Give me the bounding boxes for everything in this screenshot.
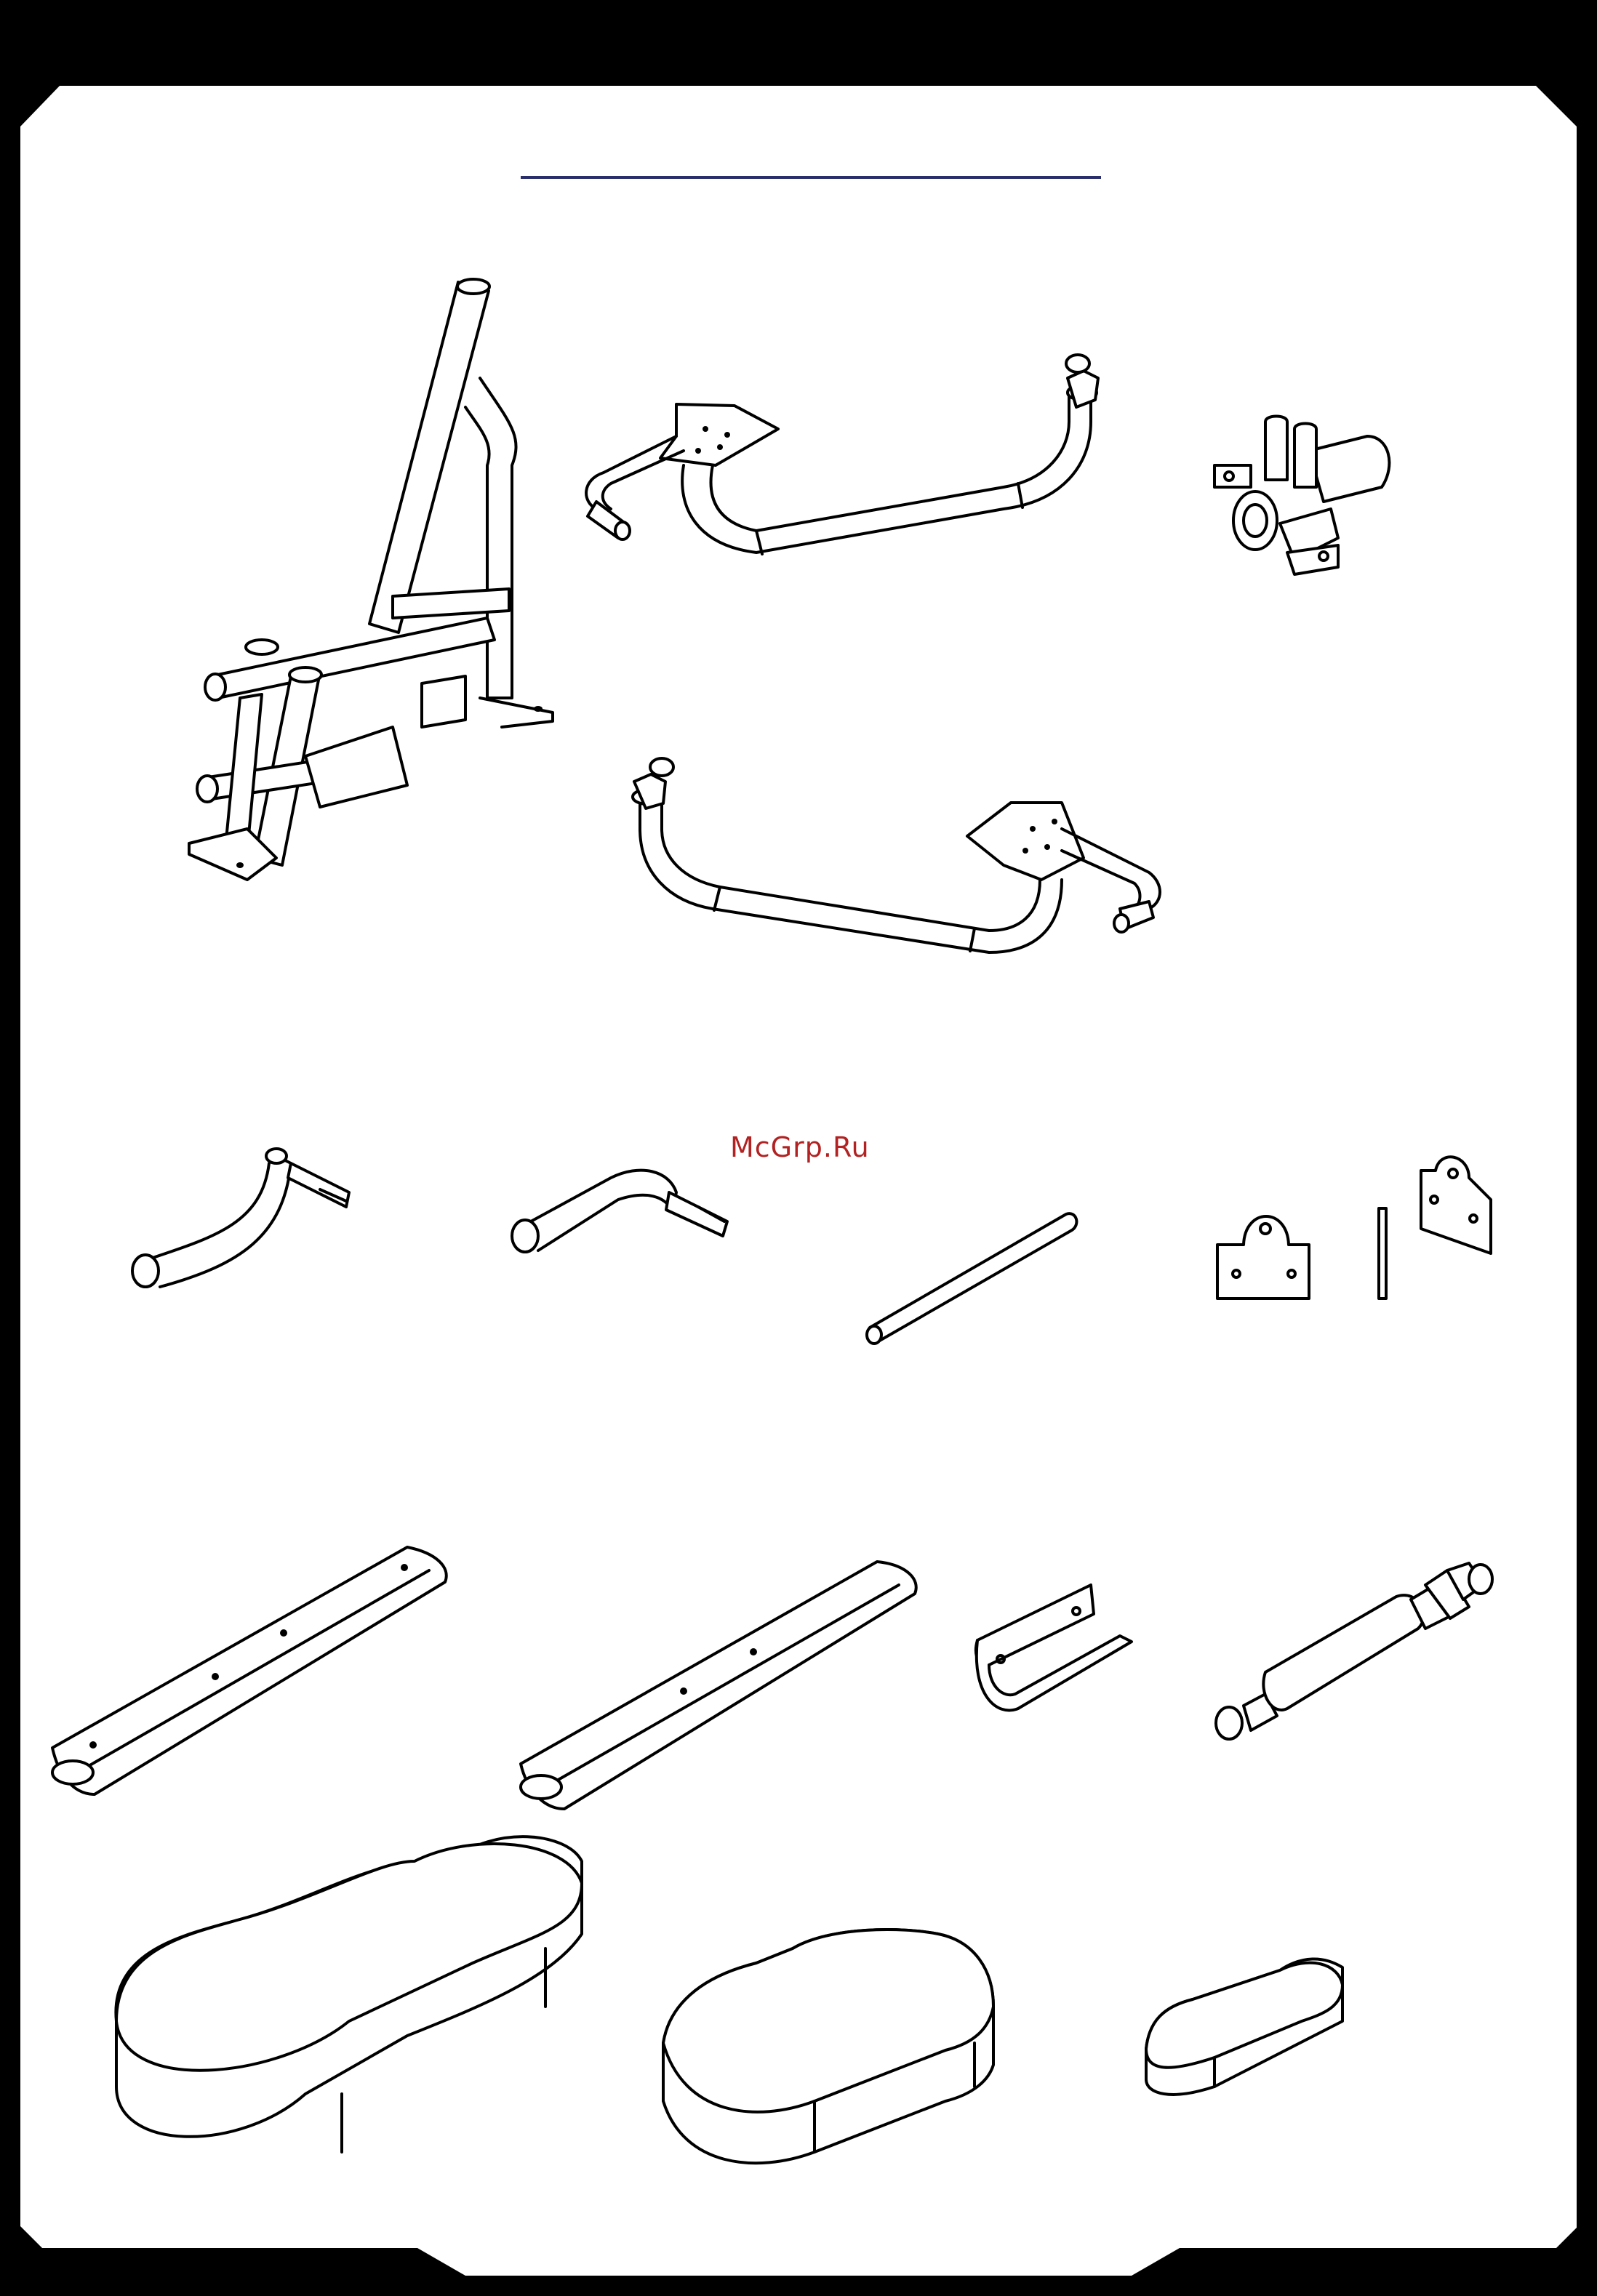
rail-drawing — [521, 1562, 916, 1809]
cushion-drawing — [663, 1930, 993, 2163]
rod-drawing — [867, 1213, 1076, 1344]
rail-drawing — [52, 1547, 447, 1794]
bracket-drawing — [976, 1585, 1132, 1710]
main-frame-drawing — [189, 279, 553, 880]
shock-absorber-drawing — [1216, 1563, 1492, 1739]
cushion-drawing — [1146, 1959, 1342, 2094]
pivot-bracket-drawing — [1214, 417, 1389, 575]
lever-arm-drawing — [512, 1171, 727, 1252]
cushion-drawing — [116, 1837, 582, 2152]
lever-arm-drawing — [132, 1149, 349, 1287]
arm-with-plate-drawing — [586, 355, 1098, 554]
arm-with-plate-drawing — [633, 758, 1160, 952]
plate-drawing — [1379, 1208, 1386, 1298]
plate-drawing — [1217, 1216, 1309, 1298]
watermark-text: McGrp.Ru — [730, 1131, 870, 1163]
plate-drawing — [1421, 1157, 1491, 1253]
